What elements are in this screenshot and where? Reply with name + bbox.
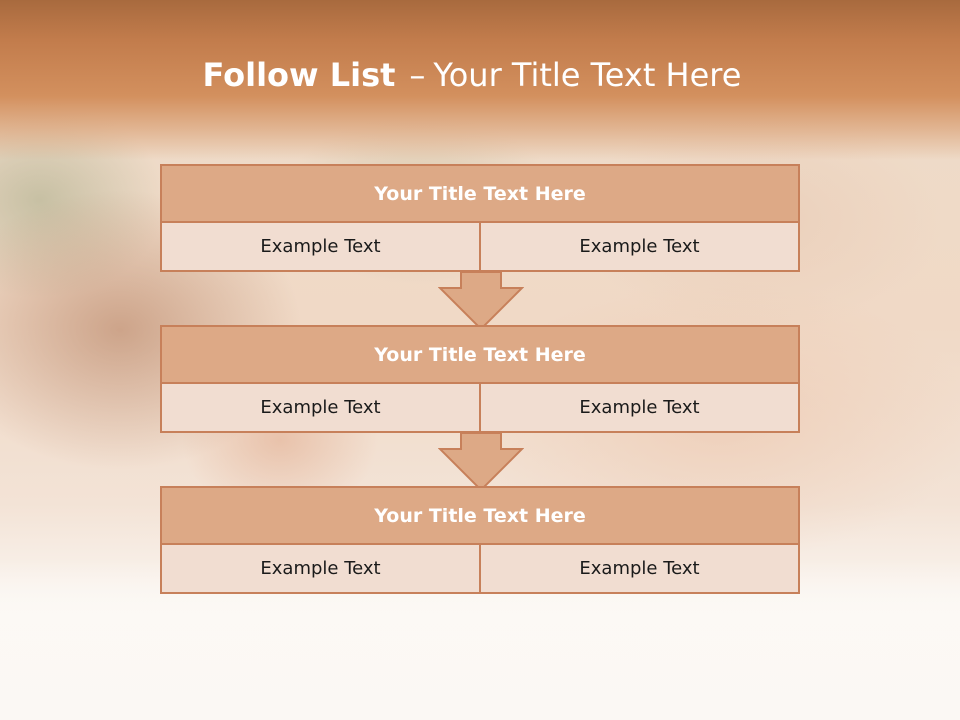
header-band — [0, 0, 960, 160]
step-3-left-text: Example Text — [162, 545, 479, 592]
down-arrow-icon — [438, 432, 524, 492]
step-2-right-text: Example Text — [479, 384, 798, 431]
step-2-left-text: Example Text — [162, 384, 479, 431]
step-title-2: Your Title Text Here — [162, 327, 798, 384]
slide-title-separator: – — [409, 56, 426, 94]
step-row-3: Example Text Example Text — [162, 545, 798, 592]
step-row-2: Example Text Example Text — [162, 384, 798, 431]
slide-title-bold: Follow List — [202, 56, 396, 94]
step-1-right-text: Example Text — [479, 223, 798, 270]
slide-title: Follow List–Your Title Text Here — [0, 52, 944, 98]
down-arrow-icon — [438, 271, 524, 331]
step-box-2: Your Title Text Here Example Text Exampl… — [160, 325, 800, 433]
step-title-1: Your Title Text Here — [162, 166, 798, 223]
step-box-1: Your Title Text Here Example Text Exampl… — [160, 164, 800, 272]
step-3-right-text: Example Text — [479, 545, 798, 592]
step-row-1: Example Text Example Text — [162, 223, 798, 270]
slide-title-rest: Your Title Text Here — [433, 56, 742, 94]
step-title-3: Your Title Text Here — [162, 488, 798, 545]
step-box-3: Your Title Text Here Example Text Exampl… — [160, 486, 800, 594]
step-1-left-text: Example Text — [162, 223, 479, 270]
